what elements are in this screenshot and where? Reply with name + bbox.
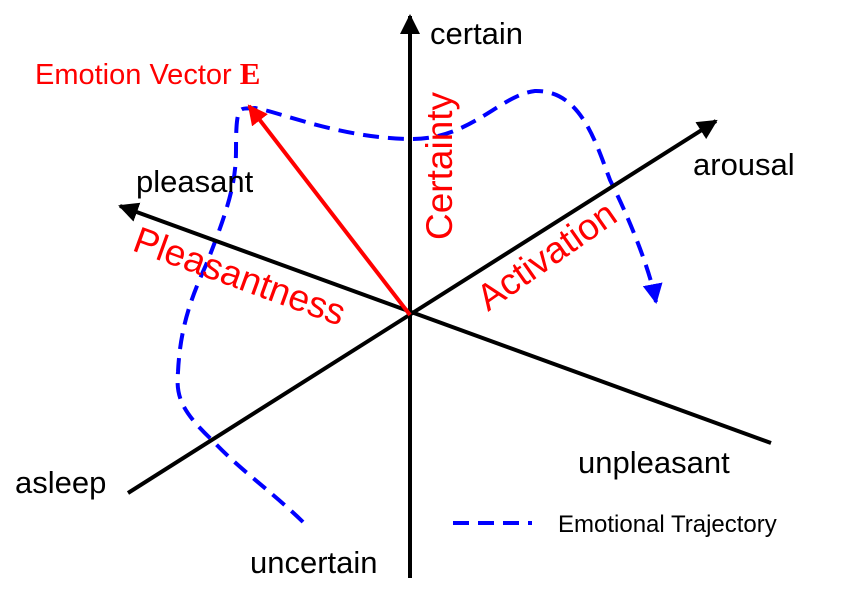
emotion-vector-text: Emotion Vector: [35, 59, 232, 91]
emotion-vector-label: Emotion Vector E: [35, 56, 260, 91]
asleep-label: asleep: [15, 465, 106, 500]
emotion-vector-arrow: [247, 104, 412, 317]
legend-trajectory-label: Emotional Trajectory: [558, 511, 777, 538]
legend: Emotional Trajectory: [453, 511, 777, 538]
emotion-vector-symbol: E: [240, 56, 261, 91]
unpleasant-label: unpleasant: [578, 445, 730, 480]
certain-label: certain: [430, 16, 523, 51]
arousal-label: arousal: [693, 147, 795, 182]
activation-axis-name: Activation: [469, 193, 624, 319]
pleasantness-axis: [118, 202, 772, 445]
pleasant-label: pleasant: [136, 164, 254, 199]
uncertain-label: uncertain: [250, 545, 378, 580]
certainty-axis-name: Certainty: [419, 91, 460, 240]
activation-axis: [126, 119, 718, 495]
